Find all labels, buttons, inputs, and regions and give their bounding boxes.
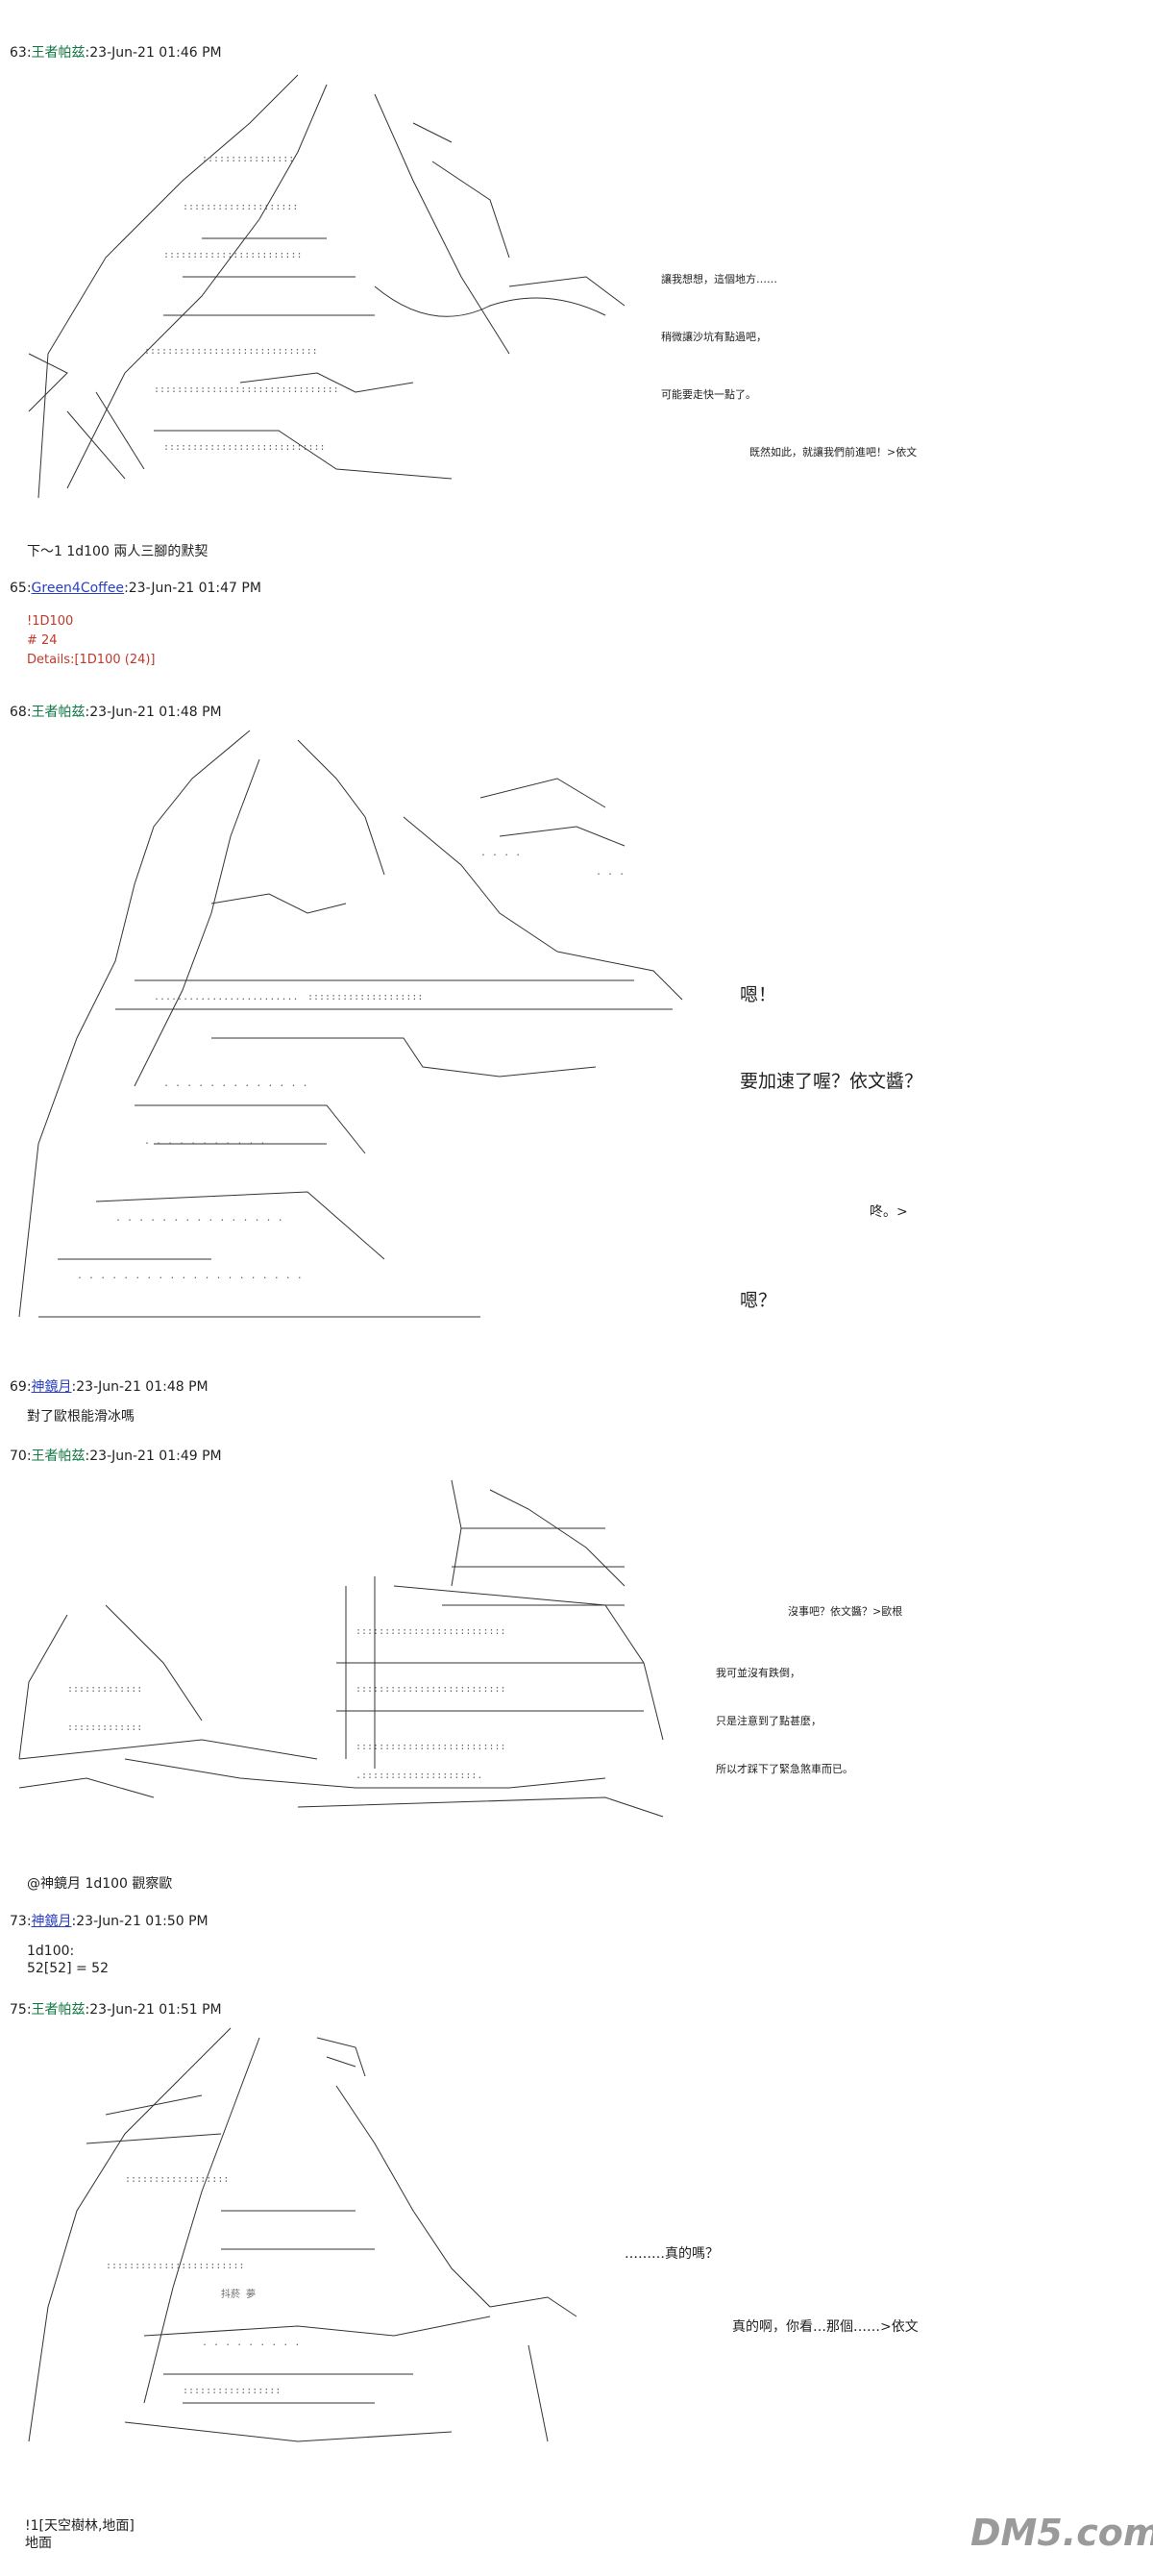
- poster-name[interactable]: 神鏡月: [31, 1379, 72, 1395]
- dice-result-line: Details:[1D100 (24)]: [27, 653, 156, 667]
- poster-name[interactable]: 神鏡月: [31, 1914, 72, 1929]
- dice-result-line: 1d100:: [27, 1944, 75, 1959]
- svg-text:::::::::::::::::: ::::::::::::::::: [202, 154, 294, 164]
- svg-text:::::::::::::::::::::::::: ::::::::::::::::::::::::: [106, 2261, 245, 2271]
- poster-name[interactable]: Green4Coffee: [31, 581, 125, 596]
- svg-text:. . . . . . . . . . .: . . . . . . . . . . .: [144, 1136, 265, 1147]
- svg-text:.::::::::::::::::::::.: .::::::::::::::::::::.: [356, 1771, 482, 1781]
- svg-text:::::::::::::::::::::: ::::::::::::::::::::: [307, 992, 423, 1003]
- post-header-69: 69:神鏡月:23-Jun-21 01:48 PM: [10, 1379, 209, 1395]
- post-header-65: 65:Green4Coffee:23-Jun-21 01:47 PM: [10, 581, 261, 596]
- dialog-line: 嗯！: [740, 984, 777, 1005]
- dialog-line: 只是注意到了點甚麼，: [716, 1715, 822, 1727]
- svg-text:::::::::::::::::::: ::::::::::::::::::: [125, 2174, 229, 2185]
- svg-text::::::::::::::: :::::::::::::: [67, 1684, 142, 1695]
- svg-text::::::::::::::::::: :::::::::::::::::: [183, 2386, 281, 2396]
- post-header-63: 63:王者帕兹:23-Jun-21 01:46 PM: [10, 45, 222, 61]
- dice-result-line: !1[天空樹林,地面]: [25, 2518, 135, 2534]
- ascii-art-70: :::::::::::::::::::::::::: :::::::::::::…: [10, 1471, 701, 1874]
- post-body-70: @神鏡月 1d100 觀察歐: [27, 1876, 173, 1892]
- dialog-line: 嗯？: [740, 1290, 777, 1311]
- ascii-art-68: ......................... ::::::::::::::…: [18, 721, 692, 1336]
- dice-result-line: # 24: [27, 633, 58, 648]
- svg-text:::::::::::::::::::::::::::: ::::::::::::::::::::::::::: [356, 1626, 506, 1637]
- svg-text:. . .: . . .: [596, 867, 625, 878]
- svg-text:::::::::::::::::::::::::: ::::::::::::::::::::::::: [163, 250, 303, 260]
- dialog-line: 真的啊，你看…那個……>依文: [732, 2319, 919, 2335]
- poster-name[interactable]: 王者帕兹: [31, 45, 86, 61]
- ascii-art-63: :::::::::::::::: :::::::::::::::::::: ::…: [10, 65, 644, 508]
- dialog-line: 我可並沒有跌倒，: [716, 1667, 800, 1679]
- dialog-line: 稍微讓沙坑有點過吧，: [661, 331, 767, 343]
- svg-text:.........................: .........................: [154, 992, 299, 1003]
- poster-name[interactable]: 王者帕兹: [31, 2002, 86, 2018]
- site-logo: DM5.com: [970, 2509, 1153, 2561]
- svg-text:::::::::::::::::::::: ::::::::::::::::::::: [183, 202, 298, 212]
- svg-text:. . . . . . . . . . . . . . .: . . . . . . . . . . . . . . . . . . . .: [77, 1271, 303, 1281]
- post-body-69: 對了歐根能滑冰嗎: [27, 1409, 135, 1424]
- post-header-68: 68:王者帕兹:23-Jun-21 01:48 PM: [10, 705, 222, 720]
- svg-text:抖菸 夢: 抖菸 夢: [221, 2288, 256, 2300]
- svg-text:. . . .: . . . .: [480, 848, 521, 858]
- dialog-line: 可能要走快一點了。: [661, 388, 756, 401]
- svg-text:. . . . . . . . . . . . . . .: . . . . . . . . . . . . . . .: [115, 1213, 283, 1224]
- post-body-63: 下～1 1d100 兩人三腳的默契: [27, 544, 209, 559]
- post-header-75: 75:王者帕兹:23-Jun-21 01:51 PM: [10, 2002, 222, 2018]
- svg-text:. . . . . . . . .: . . . . . . . . .: [202, 2338, 300, 2348]
- svg-text:::::::::::::::::::::::::::::: ::::::::::::::::::::::::::::: [163, 442, 326, 453]
- dialog-line: 所以才踩下了緊急煞車而已。: [716, 1763, 853, 1775]
- dice-result-line: 地面: [25, 2536, 52, 2551]
- svg-text:. . . . . . . . . . . . .: . . . . . . . . . . . . .: [163, 1078, 308, 1089]
- dialog-line: 要加速了喔？依文醬？: [740, 1071, 923, 1092]
- dialog-line: ………真的嗎？: [625, 2246, 719, 2262]
- ascii-art-75: :::::::::::::::::: :::::::::::::::::::::…: [10, 2019, 605, 2461]
- svg-text:::::::::::::::::::::::::::: ::::::::::::::::::::::::::: [356, 1684, 506, 1695]
- dialog-line: 咚。>: [870, 1204, 908, 1220]
- watermark-text: DM5.com: [970, 2512, 1153, 2554]
- svg-text:::::::::::::::::::::::::::::::: ::::::::::::::::::::::::::::::: [144, 346, 318, 357]
- svg-text::::::::::::::: :::::::::::::: [67, 1722, 142, 1733]
- svg-text:::::::::::::::::::::::::::::::: ::::::::::::::::::::::::::::::::: [154, 384, 339, 395]
- svg-text:::::::::::::::::::::::::::: ::::::::::::::::::::::::::: [356, 1742, 506, 1752]
- poster-name[interactable]: 王者帕兹: [31, 705, 86, 720]
- dialog-line: 既然如此，就讓我們前進吧！>依文: [749, 446, 918, 458]
- dialog-line: 沒事吧？依文醬？>歐根: [788, 1605, 903, 1618]
- post-header-70: 70:王者帕兹:23-Jun-21 01:49 PM: [10, 1449, 222, 1464]
- poster-name[interactable]: 王者帕兹: [31, 1449, 86, 1464]
- dice-result-line: 52[52] = 52: [27, 1961, 109, 1976]
- dialog-line: 讓我想想，這個地方……: [661, 273, 777, 285]
- dice-result-line: !1D100: [27, 614, 74, 629]
- post-header-73: 73:神鏡月:23-Jun-21 01:50 PM: [10, 1914, 209, 1929]
